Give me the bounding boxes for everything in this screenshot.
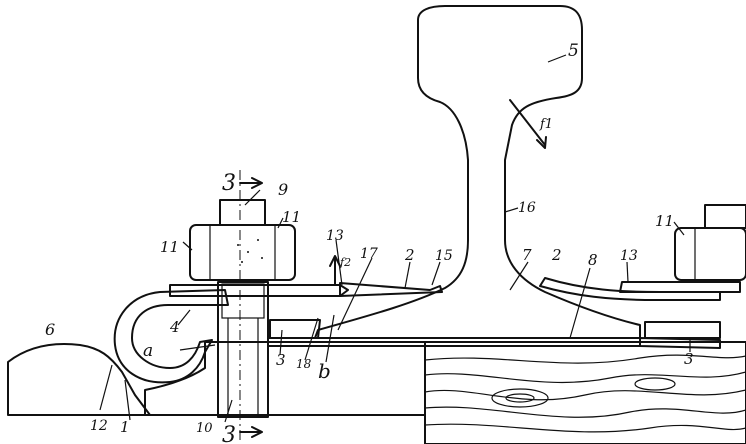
- force-arrow-f2: [329, 255, 341, 286]
- hook-clip: [113, 289, 229, 384]
- wood-sleeper: [424, 341, 746, 444]
- label-2-left: 2: [404, 246, 415, 264]
- label-5: 5: [568, 41, 579, 61]
- label-11-mid: 11: [282, 208, 301, 226]
- label-13-left: 13: [326, 228, 344, 244]
- label-b: b: [318, 359, 331, 383]
- label-section-top: 3: [222, 171, 236, 196]
- label-15: 15: [435, 248, 453, 264]
- label-4: 4: [169, 318, 180, 336]
- leader-lines: [99, 54, 691, 423]
- bolt-shank: [217, 281, 269, 418]
- label-6: 6: [45, 320, 55, 339]
- label-18: 18: [296, 357, 312, 371]
- label-11-right: 11: [655, 212, 674, 230]
- label-11-left: 11: [160, 238, 179, 256]
- nut-left: [189, 199, 296, 281]
- wedge-clip-left: [339, 282, 443, 297]
- rail: [314, 5, 641, 339]
- label-13-right: 13: [620, 248, 638, 264]
- label-7: 7: [522, 246, 532, 264]
- label-10: 10: [196, 421, 213, 436]
- label-3-right: 3: [684, 350, 694, 368]
- base-plate-right: [639, 337, 721, 349]
- shim-left: [269, 319, 321, 339]
- label-2-right: 2: [551, 246, 562, 264]
- label-1: 1: [120, 418, 130, 436]
- label-a: a: [143, 341, 153, 361]
- section-arrow-top: [239, 177, 263, 189]
- shim-right: [644, 321, 721, 339]
- label-8: 8: [588, 251, 598, 269]
- spring-plate-left: [169, 284, 349, 297]
- ground-block: [144, 341, 426, 416]
- label-f1: f1: [539, 117, 553, 132]
- spring-plate-right: [619, 281, 741, 293]
- tie-hatched-section: [7, 342, 151, 416]
- nut-right: [674, 204, 746, 281]
- wedge-clip-right: [539, 277, 721, 301]
- label-12: 12: [90, 418, 108, 434]
- force-arrow-f1: [509, 99, 547, 149]
- section-arrow-bottom: [239, 426, 263, 438]
- label-17: 17: [360, 246, 378, 262]
- label-3-left: 3: [276, 351, 286, 369]
- label-section-bottom: 3: [222, 423, 236, 444]
- bolt-thread: [221, 283, 265, 319]
- label-9: 9: [278, 180, 288, 199]
- label-f2: f2: [339, 256, 351, 269]
- label-16: 16: [518, 200, 536, 216]
